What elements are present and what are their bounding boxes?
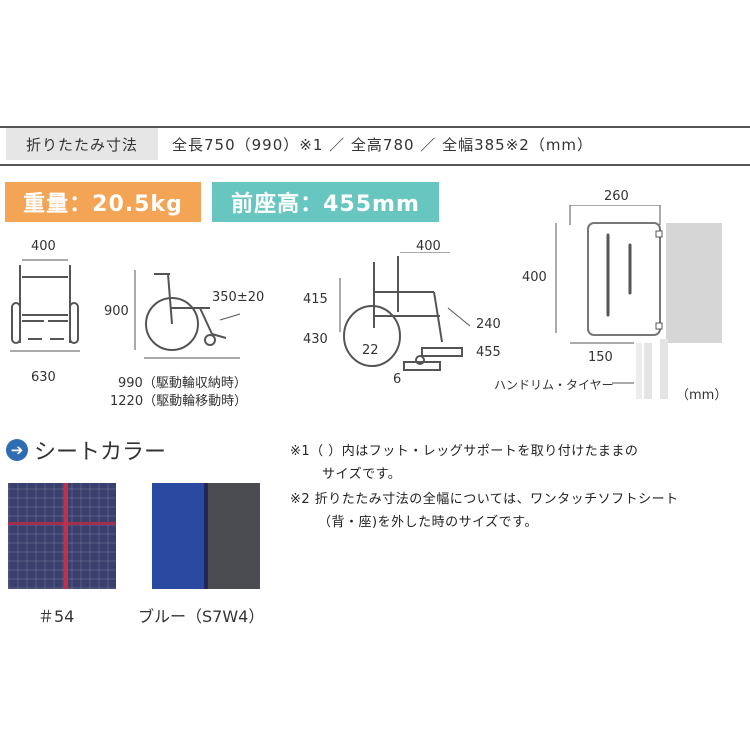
folding-value: 全長750（990）※1 ／ 全高780 ／ 全幅385※2（mm） xyxy=(172,135,594,154)
swatch-plaid xyxy=(8,483,116,589)
back-width-top: 260 xyxy=(604,189,629,204)
swatch-blue-label: ブルー（S7W4） xyxy=(138,607,265,626)
swatch-blue xyxy=(152,483,260,589)
iso-width-top: 400 xyxy=(416,239,441,254)
iso-wheel-size: 22 xyxy=(362,343,379,358)
side-tilt: 350±20 xyxy=(212,290,265,305)
arrow-right-icon: ➔ xyxy=(6,439,28,461)
back-caption: ハンドリム・タイヤー xyxy=(494,378,614,392)
folding-label: 折りたたみ寸法 xyxy=(6,128,158,160)
iso-caster-size: 6 xyxy=(393,372,402,387)
front-view-diagram xyxy=(10,259,80,352)
note-2-line-1: ※2 折りたたみ寸法の全幅については、ワンタッチソフトシート xyxy=(290,492,679,507)
iso-height-lower: 430 xyxy=(303,332,328,347)
back-width-bottom: 150 xyxy=(588,350,613,365)
note-1-line-2: サイズです。 xyxy=(322,467,402,482)
iso-right-upper: 240 xyxy=(476,317,501,332)
note-1-line-1: ※1（ ）内はフット・レッグサポートを取り付けたままの xyxy=(290,444,639,459)
folding-dimension-bar xyxy=(0,126,750,166)
side-length-stowed: 990（駆動輪収納時） xyxy=(118,376,247,391)
seat-color-title: シートカラー xyxy=(34,440,167,465)
side-height: 900 xyxy=(104,304,129,319)
iso-height-upper: 415 xyxy=(303,292,328,307)
front-width-bottom: 630 xyxy=(31,370,56,385)
back-view-diagram xyxy=(555,205,722,399)
front-width-top: 400 xyxy=(31,239,56,254)
seat-height-badge: 前座高：455mm xyxy=(212,182,439,222)
isometric-view-diagram xyxy=(339,252,471,371)
side-view-diagram xyxy=(134,270,241,359)
back-height: 400 xyxy=(522,270,547,285)
swatch-plaid-label: ＃54 xyxy=(38,607,75,626)
seat-color-heading: ➔ シートカラー xyxy=(6,434,166,466)
side-length-moved: 1220（駆動輪移動時） xyxy=(110,394,248,409)
weight-badge: 重量：20.5kg xyxy=(5,182,201,222)
iso-right-lower: 455 xyxy=(476,345,501,360)
unit-label: （mm） xyxy=(676,388,728,403)
note-2-line-2: （背・座)を外した時のサイズです。 xyxy=(318,515,538,530)
